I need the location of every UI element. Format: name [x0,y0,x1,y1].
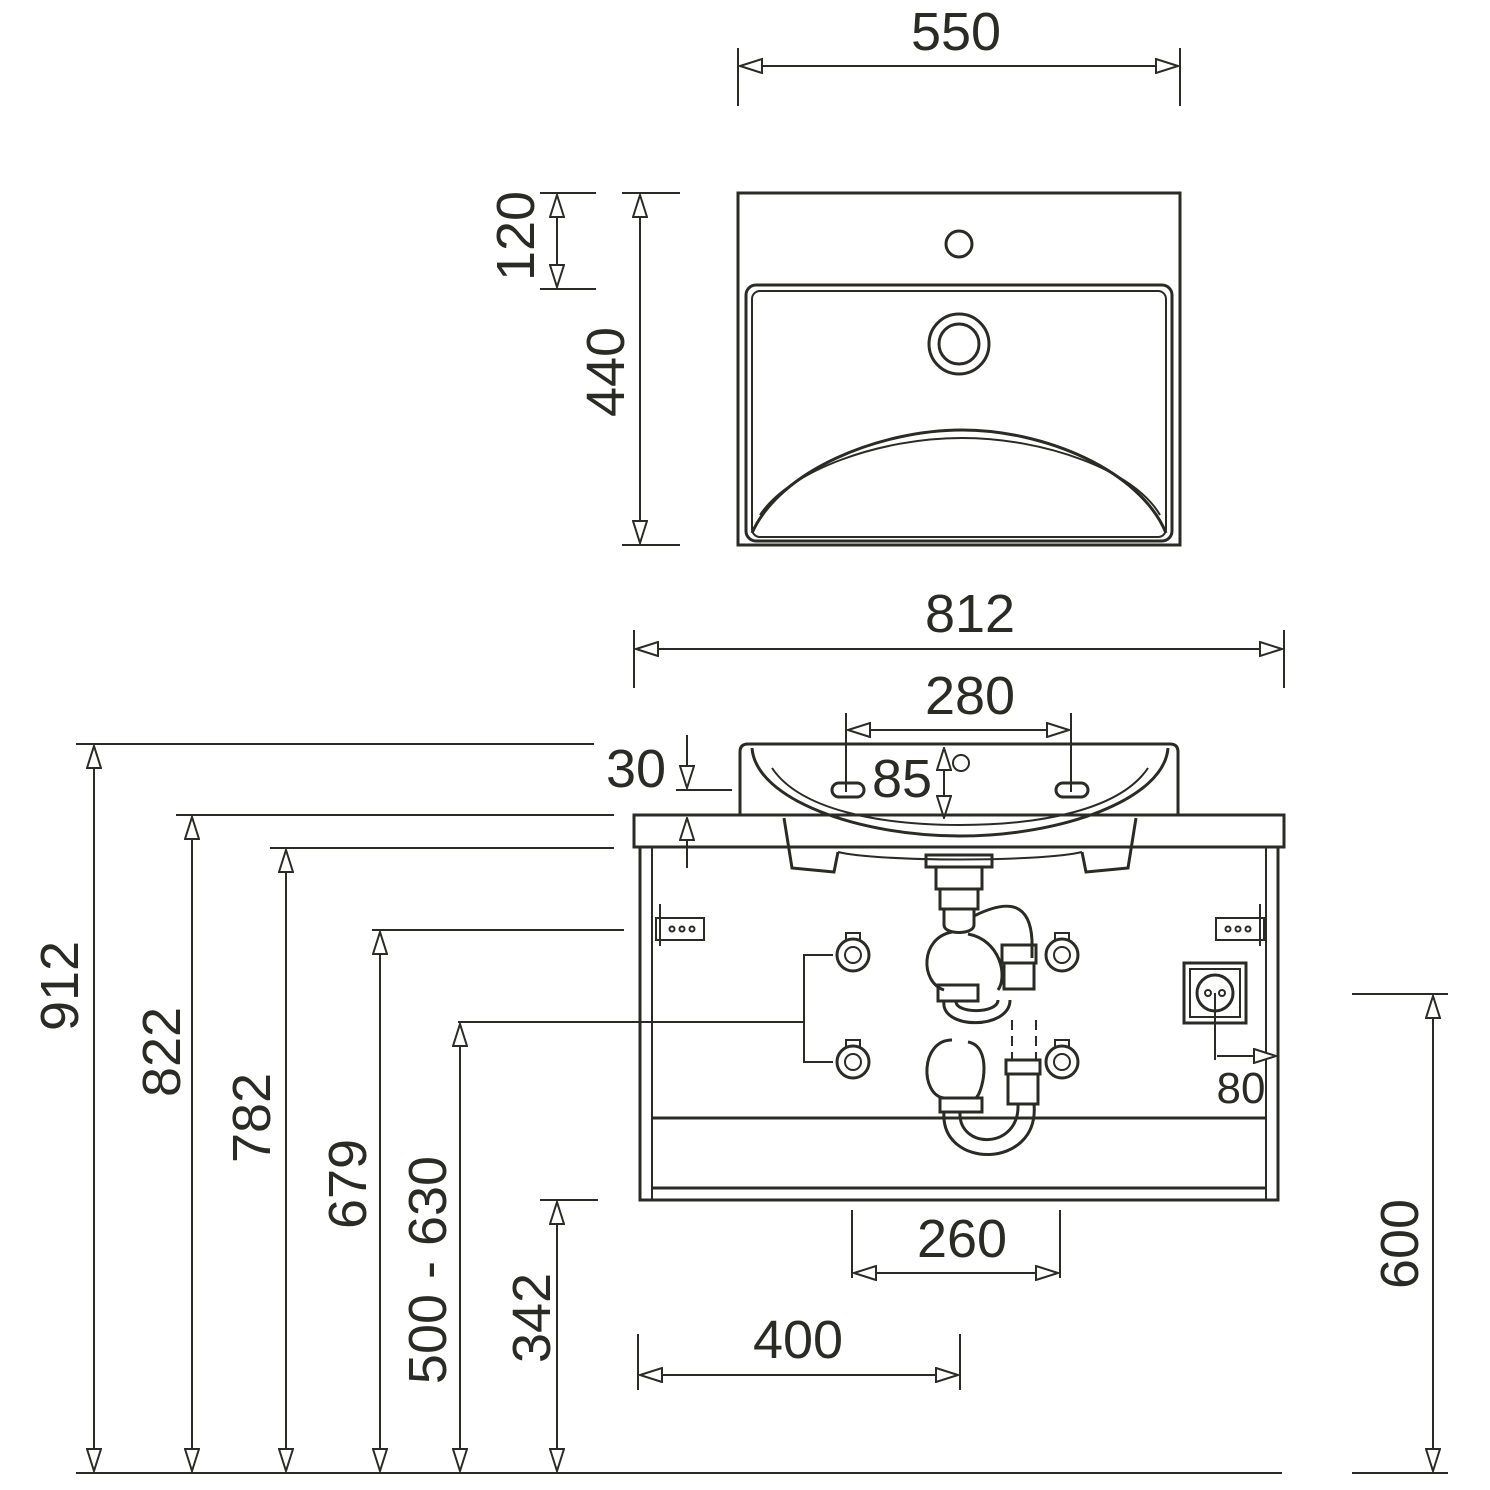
dim-cabinet-width: 812 [633,584,1285,688]
label-mount-spacing: 280 [925,666,1015,726]
label-cabinet-top-height: 822 [132,1007,192,1097]
basin-front-view [738,742,1180,874]
valve-icon [1044,1039,1080,1080]
dim-basin-depth: 440 [576,192,680,546]
label-drain-spacing: 260 [917,1209,1007,1269]
label-total-height: 912 [30,941,90,1031]
dim-socket-height: 600 [1352,993,1448,1474]
valve-icon [835,1039,871,1080]
tap-hole-icon [944,229,974,259]
label-cabinet-body-height: 782 [222,1073,282,1163]
dim-basin-rim: 30 [606,735,732,868]
label-side-offset: 400 [753,1310,843,1370]
dim-side-offset: 400 [637,1310,961,1390]
dim-bowl-depth: 85 [872,748,944,818]
dim-drain-range: 500 - 630 [398,1021,798,1471]
label-bowl-depth: 85 [872,749,932,809]
left-mount-slot [830,781,866,799]
valve-icon [835,932,871,973]
dim-cabinet-bottom-height: 342 [502,1199,598,1471]
label-tap-offset: 120 [486,191,546,281]
drain-icon [927,312,991,376]
label-drain-range: 500 - 630 [398,1156,458,1384]
dim-cabinet-body-height: 782 [222,847,614,1471]
water-valves [798,932,1080,1080]
label-basin-rim: 30 [606,739,666,799]
dim-total-height: 912 [30,743,594,1471]
siphon-trap-icon [924,853,1042,1156]
dim-socket-offset: 80 [1214,993,1276,1113]
left-bracket-icon [655,904,705,946]
valve-icon [1044,932,1080,973]
label-socket-height: 600 [1370,1199,1430,1289]
label-upper-pipe-height: 679 [318,1139,378,1229]
dim-drain-spacing: 260 [851,1209,1061,1278]
right-mount-slot [1054,781,1090,799]
dim-basin-width: 550 [737,2,1181,106]
dim-tap-offset: 120 [486,191,596,290]
dim-cabinet-top-height: 822 [132,814,614,1471]
right-bracket-icon [1215,904,1265,946]
label-basin-depth: 440 [576,327,636,417]
label-basin-width: 550 [911,2,1001,62]
label-cabinet-width: 812 [925,584,1015,644]
dim-upper-pipe-height: 679 [318,929,624,1471]
dim-mount-spacing: 280 [845,666,1072,792]
label-cabinet-bottom-height: 342 [502,1273,562,1363]
basin-top-view [736,191,1182,547]
label-socket-offset: 80 [1217,1064,1266,1113]
